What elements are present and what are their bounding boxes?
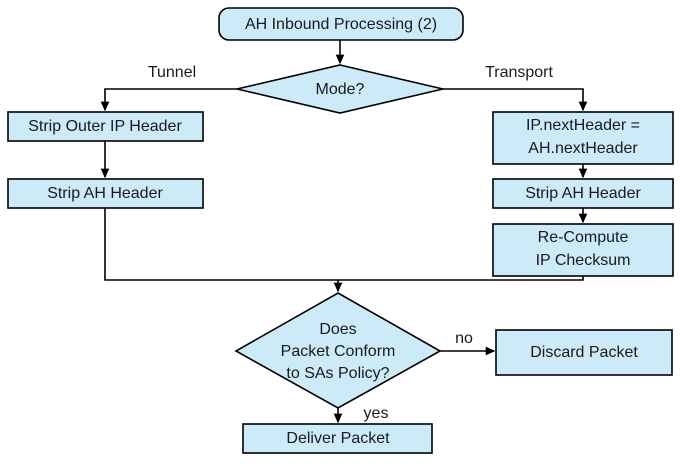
node-recompute-checksum-line2: IP Checksum [536, 252, 631, 269]
node-deliver-packet-label: Deliver Packet [286, 430, 390, 447]
node-strip-outer-ip-header-label: Strip Outer IP Header [28, 118, 182, 135]
edge-label-yes: yes [364, 405, 389, 422]
node-ip-nextheader[interactable]: IP.nextHeader = AH.nextHeader [492, 111, 674, 165]
edge-mode-tunnel [100, 88, 237, 112]
node-discard-packet-label: Discard Packet [530, 344, 638, 361]
node-start-label: AH Inbound Processing (2) [245, 16, 437, 33]
node-strip-ah-header-tunnel-label: Strip AH Header [47, 185, 163, 202]
edge-label-transport: Transport [485, 64, 553, 81]
node-conform-decision[interactable]: Does Packet Conform to SAs Policy? [234, 292, 442, 409]
node-recompute-checksum-line1: Re-Compute [538, 229, 629, 246]
edge-tunnel-merge [104, 208, 338, 281]
edge-mode-transport [443, 88, 588, 112]
node-strip-ah-header-tunnel[interactable]: Strip AH Header [7, 178, 204, 209]
node-strip-outer-ip-header[interactable]: Strip Outer IP Header [7, 111, 204, 142]
node-deliver-packet[interactable]: Deliver Packet [242, 423, 433, 454]
node-strip-ah-header-transport-label: Strip AH Header [525, 185, 641, 202]
node-mode-label: Mode? [316, 81, 365, 98]
node-ip-nextheader-line1: IP.nextHeader = [526, 117, 640, 134]
edge-label-no: no [455, 330, 473, 347]
node-conform-line1: Does [319, 321, 356, 338]
node-conform-line3: to SAs Policy? [286, 365, 389, 382]
node-ip-nextheader-line2: AH.nextHeader [528, 140, 638, 157]
node-strip-ah-header-transport[interactable]: Strip AH Header [492, 178, 674, 209]
node-discard-packet[interactable]: Discard Packet [495, 329, 673, 376]
edge-label-tunnel: Tunnel [148, 64, 196, 81]
node-recompute-checksum[interactable]: Re-Compute IP Checksum [492, 223, 674, 277]
node-conform-line2: Packet Conform [281, 343, 396, 360]
node-mode-decision[interactable]: Mode? [236, 64, 444, 114]
node-start[interactable]: AH Inbound Processing (2) [218, 7, 464, 41]
